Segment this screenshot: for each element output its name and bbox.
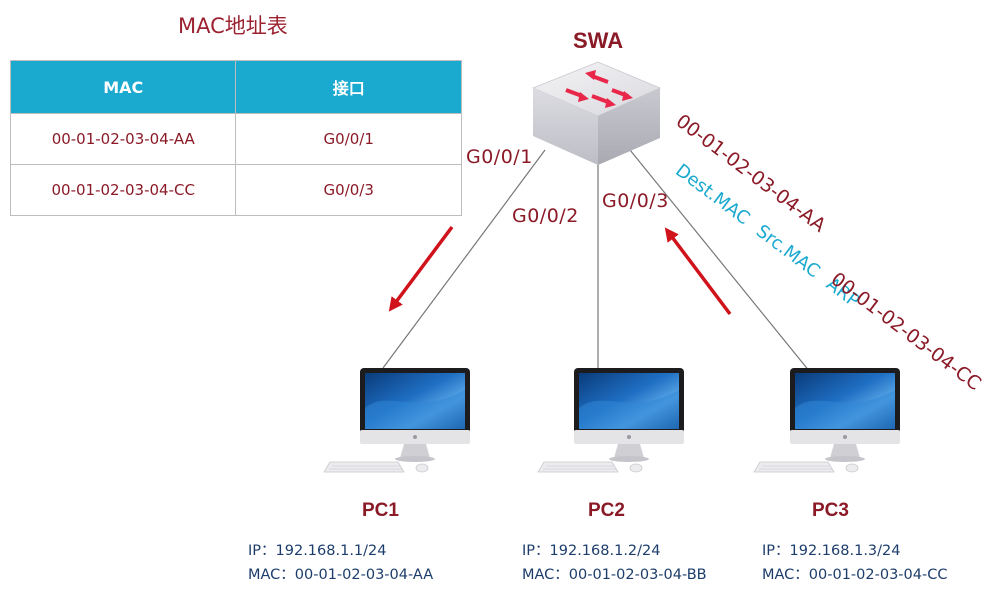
table-row: 00-01-02-03-04-CC G0/0/3 <box>9 164 462 216</box>
table-cell-mac: 00-01-02-03-04-AA <box>9 113 237 165</box>
column-header-interface: 接口 <box>235 60 462 114</box>
pc2-ip: IP：192.168.1.2/24 <box>522 543 661 559</box>
pc2-info: IP：192.168.1.2/24 MAC：00-01-02-03-04-BB <box>522 539 707 587</box>
pc1-computer-icon <box>323 367 471 473</box>
pc3-mac: MAC：00-01-02-03-04-CC <box>762 567 948 583</box>
pc3-ip: IP：192.168.1.3/24 <box>762 543 901 559</box>
pc1-ip: IP：192.168.1.1/24 <box>248 543 387 559</box>
arrow-from-pc3 <box>664 227 732 316</box>
port-label-g002: G0/0/2 <box>512 205 579 227</box>
table-cell-port: G0/0/1 <box>235 113 462 165</box>
pc3-name: PC3 <box>812 500 849 521</box>
switch-icon <box>531 61 662 165</box>
table-header-row: MAC 接口 <box>9 60 462 114</box>
pc2-mac: MAC：00-01-02-03-04-BB <box>522 567 707 583</box>
port-label-g003: G0/0/3 <box>602 190 669 212</box>
pc3-info: IP：192.168.1.3/24 MAC：00-01-02-03-04-CC <box>762 539 947 587</box>
switch-label: SWA <box>573 28 624 53</box>
pc2-name: PC2 <box>588 500 625 521</box>
link-pc1 <box>382 149 546 369</box>
table-cell-port: G0/0/3 <box>235 164 462 216</box>
pc1-name: PC1 <box>362 500 399 521</box>
column-header-mac: MAC <box>9 60 237 114</box>
pc1-mac: MAC：00-01-02-03-04-AA <box>248 567 434 583</box>
pc2-computer-icon <box>537 367 685 473</box>
mac-table-title: MAC地址表 <box>178 14 288 38</box>
pc1-info: IP：192.168.1.1/24 MAC：00-01-02-03-04-AA <box>248 539 433 587</box>
pc3-computer-icon <box>753 367 901 473</box>
port-label-g001: G0/0/1 <box>466 146 533 168</box>
table-row: 00-01-02-03-04-AA G0/0/1 <box>9 113 462 165</box>
arrow-to-pc1 <box>388 225 454 312</box>
link-pc3 <box>629 149 811 373</box>
mac-address-table: MAC 接口 00-01-02-03-04-AA G0/0/1 00-01-02… <box>9 60 462 216</box>
table-cell-mac: 00-01-02-03-04-CC <box>9 164 237 216</box>
